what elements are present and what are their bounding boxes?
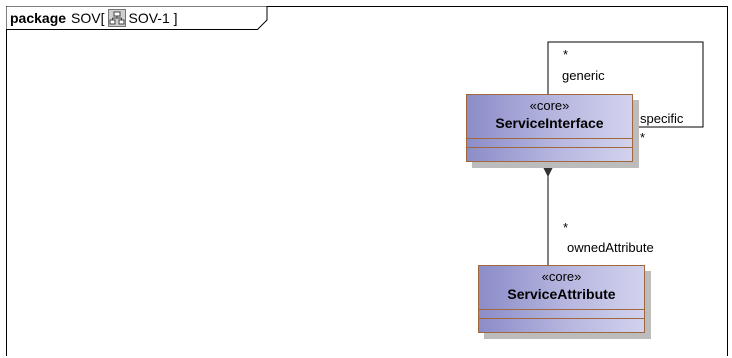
class-stereotype: «core» xyxy=(541,269,582,284)
header-tab-outline xyxy=(6,6,268,30)
attributes-compartment xyxy=(479,309,644,310)
package-keyword: package xyxy=(10,10,67,26)
package-name: SOV[ xyxy=(71,10,105,26)
specific-role-label: specific xyxy=(640,111,684,126)
class-stereotype: «core» xyxy=(529,98,570,113)
operations-compartment xyxy=(467,147,632,148)
composition-diamond-icon xyxy=(543,158,553,178)
diagram-frame xyxy=(6,6,728,356)
generic-role-label: generic xyxy=(562,68,605,83)
specific-multiplicity: * xyxy=(640,130,646,145)
generic-multiplicity: * xyxy=(563,47,569,62)
self-association-line[interactable] xyxy=(547,41,704,128)
owned-attribute-role-label: ownedAttribute xyxy=(567,240,654,255)
operations-compartment xyxy=(479,318,644,319)
diagram-name: SOV-1 ] xyxy=(128,10,178,26)
class-name: ServiceInterface xyxy=(495,115,604,131)
attributes-compartment xyxy=(467,138,632,139)
owned-attribute-multiplicity: * xyxy=(563,220,569,235)
class-diagram-icon xyxy=(107,9,126,27)
class-service-attribute[interactable]: «core» ServiceAttribute xyxy=(478,265,645,333)
class-service-interface[interactable]: «core» ServiceInterface xyxy=(466,94,633,162)
class-name: ServiceAttribute xyxy=(507,286,616,302)
